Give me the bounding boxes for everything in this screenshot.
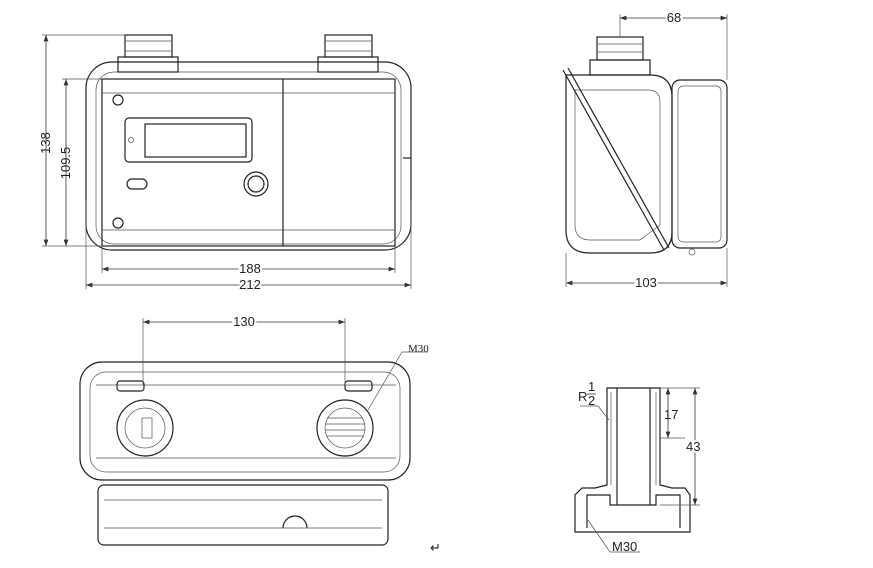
dim-103: 103 (635, 275, 657, 290)
thread-label-r-prefix: R (578, 389, 587, 404)
thread-label-m30-bottom: M30 (612, 539, 637, 554)
dim-188: 188 (239, 261, 261, 276)
dim-43: 43 (686, 439, 700, 454)
thread-label-r-num: 1 (588, 379, 595, 394)
dim-109-5: 109.5 (58, 147, 73, 180)
dim-130: 130 (233, 314, 255, 329)
section-view: 17 43 R 1 2 M30 (574, 379, 702, 554)
thread-label-m30: M30 (408, 343, 429, 355)
footer-mark: ↵ (430, 540, 441, 555)
dim-138: 138 (38, 132, 53, 154)
dim-212: 212 (239, 277, 261, 292)
dim-17: 17 (664, 407, 678, 422)
front-view: 138 109.5 188 212 (38, 34, 412, 294)
dim-68: 68 (667, 10, 681, 25)
thread-label-r-den: 2 (588, 393, 595, 408)
side-view: 68 103 (562, 8, 728, 292)
bottom-view: 130 M30 (79, 312, 429, 546)
